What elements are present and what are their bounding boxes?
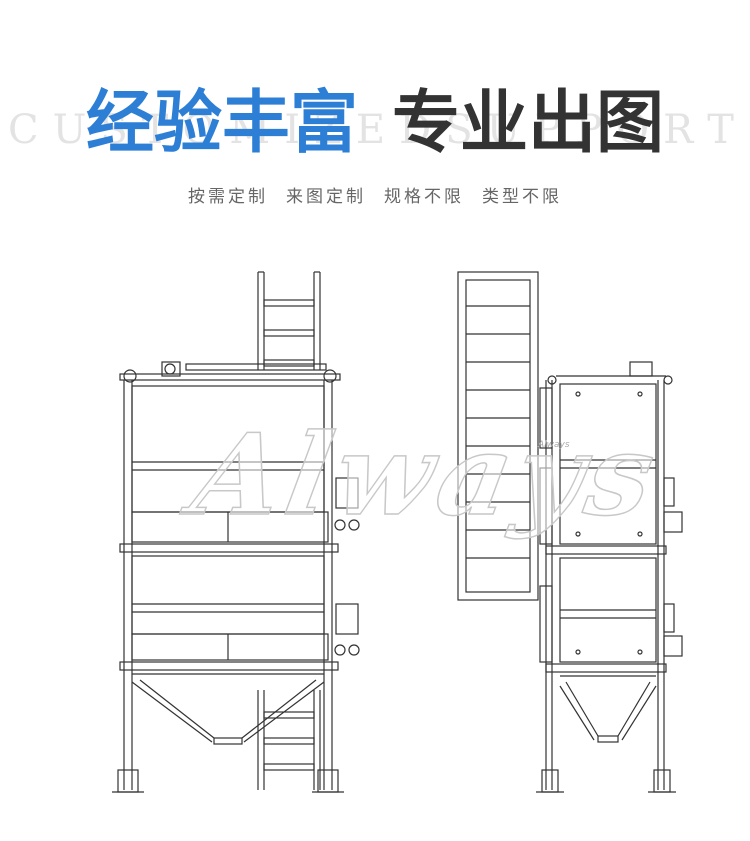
background-letter: Z xyxy=(314,107,350,153)
subtitle-item: 规格不限 xyxy=(384,187,464,207)
background-letter: U xyxy=(486,107,529,153)
background-letter: O xyxy=(616,107,658,153)
background-letter: T xyxy=(141,107,177,153)
subtitle-row: 按需定制 来图定制 规格不限 类型不限 xyxy=(0,182,750,207)
background-letter: M xyxy=(229,107,279,153)
headline-part2: 专业出图 xyxy=(392,84,665,163)
background-letter: P xyxy=(534,107,570,153)
watermark-small: Always xyxy=(538,440,570,450)
background-letter: E xyxy=(355,107,394,153)
subtitle-item: 来图定制 xyxy=(286,187,366,207)
subtitle-item: 类型不限 xyxy=(482,187,562,207)
front-view xyxy=(112,271,360,793)
headline-part1: 经验丰富 xyxy=(85,84,358,163)
side-view xyxy=(457,271,683,793)
technical-drawing xyxy=(112,271,683,793)
subtitle-item: 按需定制 xyxy=(188,187,268,207)
background-letter: O xyxy=(182,107,224,153)
background-letter: D xyxy=(399,107,440,153)
background-letter: P xyxy=(575,107,611,153)
headline: 经验丰富专业出图 xyxy=(0,82,750,166)
background-letter: T xyxy=(707,107,742,153)
background-letter: S xyxy=(445,107,481,153)
background-letter: I xyxy=(284,107,309,153)
background-letter: U xyxy=(52,107,95,153)
background-letter: S xyxy=(100,107,136,153)
background-letter: R xyxy=(663,107,702,153)
background-letter: C xyxy=(8,107,47,153)
